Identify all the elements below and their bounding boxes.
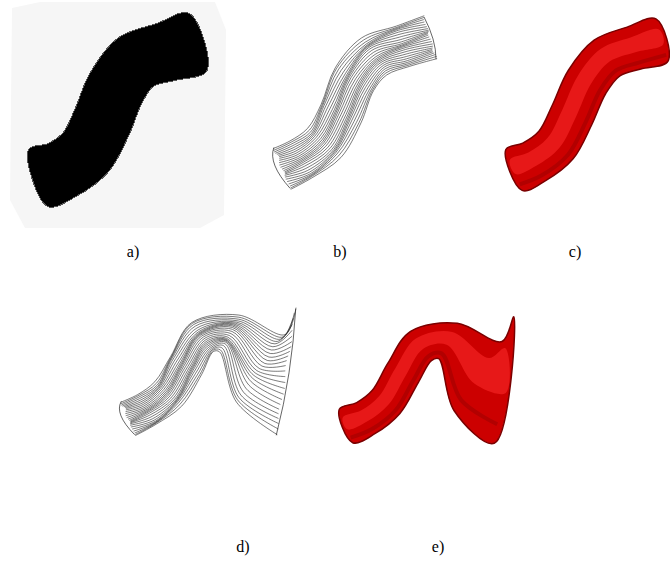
- wireframe-contours: [273, 16, 437, 190]
- surface-highlight: [510, 29, 664, 175]
- contour-line: [286, 51, 433, 180]
- surface-body: [505, 18, 669, 191]
- contour-line: [287, 52, 433, 182]
- contour-line: [130, 339, 282, 424]
- surface-highlight: [342, 331, 510, 430]
- surface-shade: [520, 55, 667, 184]
- end-contour: [276, 309, 295, 436]
- panel-label: a): [127, 243, 139, 261]
- contour-line: [290, 54, 436, 186]
- contour-line: [129, 334, 285, 421]
- s-shape: [28, 12, 209, 207]
- contour-line: [125, 322, 292, 407]
- surface-body: [339, 317, 515, 444]
- panel-label: e): [432, 538, 444, 556]
- contour-line: [273, 17, 423, 150]
- contour-line: [277, 24, 426, 154]
- contour-line: [291, 59, 437, 190]
- contour-line: [135, 347, 279, 433]
- binary-shape: [28, 12, 209, 207]
- panel-label: c): [569, 243, 581, 261]
- contour-line: [131, 337, 285, 422]
- contour-line: [134, 345, 279, 431]
- contour-line: [278, 27, 427, 156]
- surface-shade: [351, 353, 498, 438]
- panel-label: b): [333, 243, 346, 261]
- contour-line: [281, 35, 429, 167]
- contour-line: [283, 39, 430, 171]
- contour-line: [135, 351, 277, 436]
- rendered-surface: [505, 18, 669, 191]
- panel-label: d): [236, 538, 249, 556]
- contour-line: [285, 46, 433, 174]
- contour-line: [279, 34, 428, 165]
- contour-line: [285, 49, 432, 177]
- contour-line: [135, 349, 278, 435]
- contour-line: [126, 325, 290, 411]
- rendered-surface: [339, 317, 515, 444]
- contour-line: [130, 336, 285, 422]
- end-contour: [273, 148, 291, 189]
- wireframe-contours: [119, 308, 296, 436]
- contour-line: [289, 53, 435, 184]
- end-contour: [424, 17, 436, 59]
- contour-line: [122, 320, 292, 406]
- contour-line: [291, 56, 437, 188]
- image-background: [10, 2, 226, 228]
- end-contour: [119, 401, 134, 434]
- contour-line: [279, 32, 428, 162]
